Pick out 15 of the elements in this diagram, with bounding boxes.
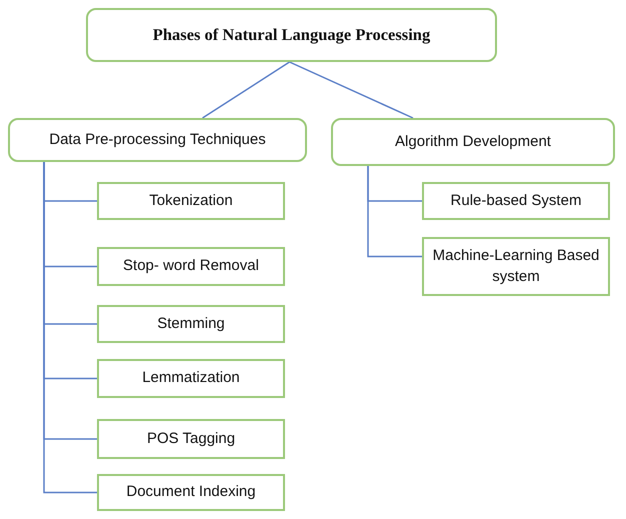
- step-box: Document Indexing: [97, 474, 285, 511]
- category-box: Algorithm Development: [331, 118, 615, 166]
- step-box: Machine-Learning Based system: [422, 237, 610, 296]
- step-box: POS Tagging: [97, 419, 285, 459]
- connector-line: [367, 166, 422, 258]
- step-box: Rule-based System: [422, 182, 610, 220]
- step-box: Stop- word Removal: [97, 247, 285, 286]
- connector-line: [289, 61, 414, 119]
- step-box: Lemmatization: [97, 359, 285, 398]
- connector-line: [202, 61, 290, 119]
- title-box: Phases of Natural Language Processing: [86, 8, 497, 62]
- connector-line: [43, 162, 97, 494]
- step-box: Stemming: [97, 305, 285, 343]
- category-box: Data Pre-processing Techniques: [8, 118, 307, 162]
- step-box: Tokenization: [97, 182, 285, 220]
